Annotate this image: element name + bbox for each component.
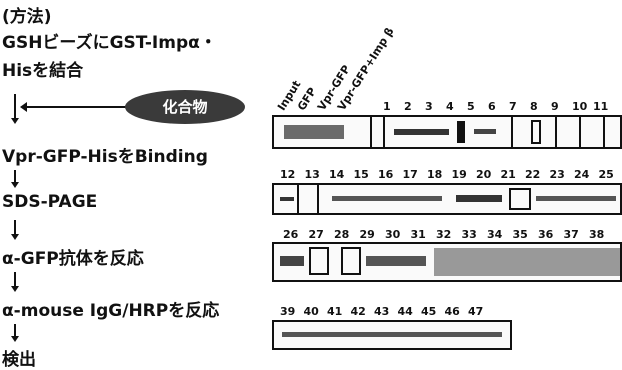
lane-number: 6 xyxy=(488,100,496,113)
lane-number: 5 xyxy=(467,100,475,113)
lane-number: 31 xyxy=(411,228,426,241)
compound-oval: 化合物 xyxy=(125,90,245,124)
lane-number: 37 xyxy=(564,228,579,241)
lane-number: 32 xyxy=(436,228,451,241)
lane-number: 24 xyxy=(574,168,589,181)
step-1-line-2: Hisを結合 xyxy=(2,56,83,81)
step-3: SDS-PAGE xyxy=(2,192,97,212)
lane-number: 8 xyxy=(530,100,538,113)
lane-number: 34 xyxy=(487,228,502,241)
lane-number: 1 xyxy=(383,100,391,113)
flow-arrow-5 xyxy=(14,324,16,340)
flow-arrow-2 xyxy=(14,170,16,186)
flow-arrow-3 xyxy=(14,220,16,238)
lane-number: 30 xyxy=(385,228,400,241)
lane-number: 43 xyxy=(374,305,389,318)
lane-number: 3 xyxy=(425,100,433,113)
lane-number: 9 xyxy=(551,100,559,113)
step-2: Vpr-GFP-HisをBinding xyxy=(2,142,208,167)
flow-arrow-4 xyxy=(14,272,16,290)
step-4: α-GFP抗体を反応 xyxy=(2,244,144,269)
lane-number: 19 xyxy=(452,168,467,181)
step-6: 検出 xyxy=(2,345,36,370)
lane-number: 47 xyxy=(468,305,483,318)
lane-number: 20 xyxy=(476,168,491,181)
lane-number: 2 xyxy=(404,100,412,113)
gel-strip-row-3 xyxy=(272,242,622,282)
lane-number: 27 xyxy=(309,228,324,241)
gel-strip-row-4 xyxy=(272,320,512,350)
lane-number: 15 xyxy=(354,168,369,181)
lane-number: 17 xyxy=(403,168,418,181)
lane-number: 29 xyxy=(360,228,375,241)
gel-row-3-bands xyxy=(274,244,620,280)
lane-number: 39 xyxy=(280,305,295,318)
step-5: α-mouse IgG/HRPを反応 xyxy=(2,296,219,321)
lane-number: 10 xyxy=(572,100,587,113)
gel-strip-row-1 xyxy=(272,115,622,149)
lane-number: 35 xyxy=(513,228,528,241)
lane-number: 21 xyxy=(501,168,516,181)
lane-number: 40 xyxy=(304,305,319,318)
lane-number: 25 xyxy=(599,168,614,181)
lane-number: 36 xyxy=(538,228,553,241)
lane-number: 44 xyxy=(398,305,413,318)
lane-number: 38 xyxy=(589,228,604,241)
lane-number: 46 xyxy=(445,305,460,318)
lane-number: 42 xyxy=(351,305,366,318)
compound-link-line xyxy=(22,106,128,108)
gel-row-1-bands xyxy=(274,117,620,147)
lane-number: 4 xyxy=(446,100,454,113)
lane-number: 45 xyxy=(421,305,436,318)
step-1-line-1: GSHビーズにGST-Impα・ xyxy=(2,28,217,53)
flow-arrow-1 xyxy=(14,94,16,122)
lane-number: 26 xyxy=(283,228,298,241)
lane-number: 28 xyxy=(334,228,349,241)
lane-number: 12 xyxy=(280,168,295,181)
method-heading: (方法) xyxy=(2,2,52,27)
lane-number: 41 xyxy=(327,305,342,318)
lane-number: 18 xyxy=(427,168,442,181)
lane-number: 11 xyxy=(593,100,608,113)
lane-number: 14 xyxy=(329,168,344,181)
lane-number: 23 xyxy=(550,168,565,181)
lane-number: 7 xyxy=(509,100,517,113)
gel-strip-row-2 xyxy=(272,183,622,215)
gel-row-2-bands xyxy=(274,185,620,213)
lane-number: 33 xyxy=(462,228,477,241)
lane-number: 16 xyxy=(378,168,393,181)
gel-row-4-bands xyxy=(274,322,510,348)
lane-number: 22 xyxy=(525,168,540,181)
lane-number: 13 xyxy=(305,168,320,181)
